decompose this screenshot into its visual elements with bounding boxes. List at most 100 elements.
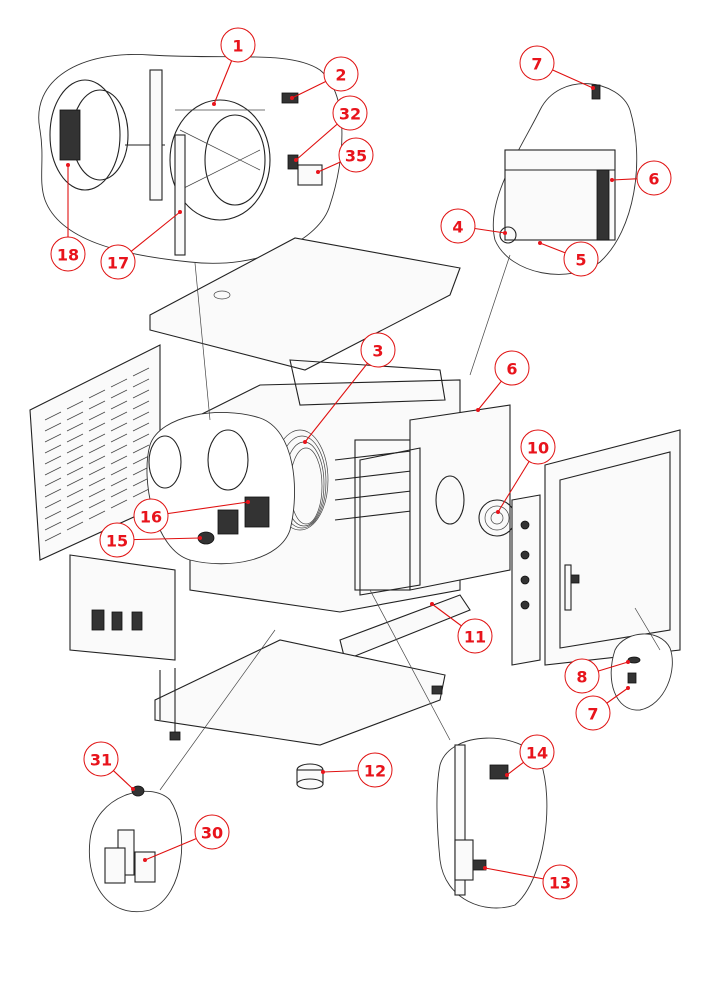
callout-number: 11 [464, 628, 486, 647]
louvre-slot [110, 378, 128, 388]
callout-badge-2: 2 [290, 56, 359, 100]
fan-motor [49, 69, 165, 201]
callout-badge-3: 3 [303, 332, 396, 444]
left-side-panel [29, 344, 161, 561]
callout-number: 10 [527, 439, 549, 458]
callout-leader-dot [246, 500, 250, 504]
louvre-slot [88, 488, 106, 498]
hinge-bottom-detail-callout [436, 737, 548, 909]
louvre-slot [110, 389, 128, 399]
callout-leader-dot [505, 773, 509, 777]
callout-leader-dot [131, 787, 135, 791]
rear-fan-detail [146, 412, 295, 565]
louvre-slot [66, 455, 84, 465]
part-31 [131, 785, 145, 797]
callout-badge-circle [100, 244, 136, 280]
louvre-slot [66, 521, 84, 531]
callout-badge-circle [564, 658, 600, 694]
callout-badge-7b: 7 [575, 686, 630, 731]
assembly-guide-lines [159, 254, 661, 791]
louvre-slot [66, 411, 84, 421]
louvre-slot [88, 466, 106, 476]
callout-leader-dot [430, 602, 434, 606]
callout-badge-13: 13 [483, 864, 578, 900]
part-7-bottom [627, 672, 637, 684]
callout-badge-circle [575, 695, 611, 731]
louvre-slot [88, 411, 106, 421]
louvre-slot [66, 433, 84, 443]
control-panel [511, 494, 541, 666]
callout-badge-12: 12 [321, 752, 393, 788]
louvre-slot [110, 444, 128, 454]
callout-badge-circle [563, 241, 599, 277]
callout-number: 13 [549, 874, 571, 893]
callout-badge-circle [332, 95, 368, 131]
louvre-slot [132, 433, 150, 443]
callout-badge-circle [457, 618, 493, 654]
louvre-slot [44, 466, 62, 476]
callout-badge-15: 15 [99, 522, 202, 558]
callout-leader-dot [321, 770, 325, 774]
louvre-slot [132, 378, 150, 388]
louvre-slot [88, 400, 106, 410]
base-frame [154, 639, 446, 746]
callout-number: 2 [335, 66, 346, 85]
louvre-slot [132, 422, 150, 432]
callout-badge-35: 35 [316, 137, 374, 174]
callout-leader-dot [143, 858, 147, 862]
callout-leader-dot [303, 440, 307, 444]
callout-number: 6 [648, 170, 659, 189]
callout-leader-dot [496, 510, 500, 514]
oven-racks [334, 449, 421, 521]
door-bottom-detail-callout [610, 633, 673, 711]
louvre-slot [66, 477, 84, 487]
callout-leader-dot [316, 170, 320, 174]
louvre-slot [132, 444, 150, 454]
louvre-slot [88, 389, 106, 399]
callout-leader-dot [294, 158, 298, 162]
callout-badge-circle [323, 56, 359, 92]
callout-leader-line [304, 349, 379, 443]
louvre-slot [132, 488, 150, 498]
valve-detail-callout [88, 785, 183, 913]
louvre-slot [110, 433, 128, 443]
louvre-slot [132, 477, 150, 487]
louvre-slot [88, 499, 106, 509]
callout-leader-dot [610, 178, 614, 182]
louvre-slot [110, 411, 128, 421]
callout-badge-circle [519, 734, 555, 770]
callout-badge-31: 31 [83, 741, 135, 791]
louvre-slot [132, 400, 150, 410]
callout-badge-circle [357, 752, 393, 788]
louvre-slot [44, 444, 62, 454]
louvre-slot [88, 477, 106, 487]
callout-number: 30 [201, 824, 223, 843]
louvre-slot [44, 422, 62, 432]
callout-number: 6 [506, 360, 517, 379]
louvre-slot [110, 477, 128, 487]
louvre-slot [132, 455, 150, 465]
callout-badge-10: 10 [496, 429, 556, 514]
louvre-slot [88, 455, 106, 465]
callout-number: 8 [576, 668, 587, 687]
top-cover-panel [149, 237, 461, 371]
callout-number: 18 [57, 246, 79, 265]
callout-badge-32: 32 [294, 95, 368, 162]
callout-leader-dot [483, 866, 487, 870]
louvre-slot [110, 400, 128, 410]
callout-badge-circle [83, 741, 119, 777]
callout-number: 12 [364, 762, 386, 781]
callout-number: 7 [531, 55, 542, 74]
door-hinge-detail-callout [492, 83, 638, 275]
louvre-slot [110, 455, 128, 465]
callout-badge-7a: 7 [519, 45, 595, 90]
louvre-slot [44, 455, 62, 465]
callout-badge-circle [50, 236, 86, 272]
louvre-slot [44, 433, 62, 443]
callout-leader-dot [626, 686, 630, 690]
part-32 [287, 154, 299, 170]
louvre-slot [110, 466, 128, 476]
louvre-slot [88, 433, 106, 443]
callout-leader-dot [178, 210, 182, 214]
